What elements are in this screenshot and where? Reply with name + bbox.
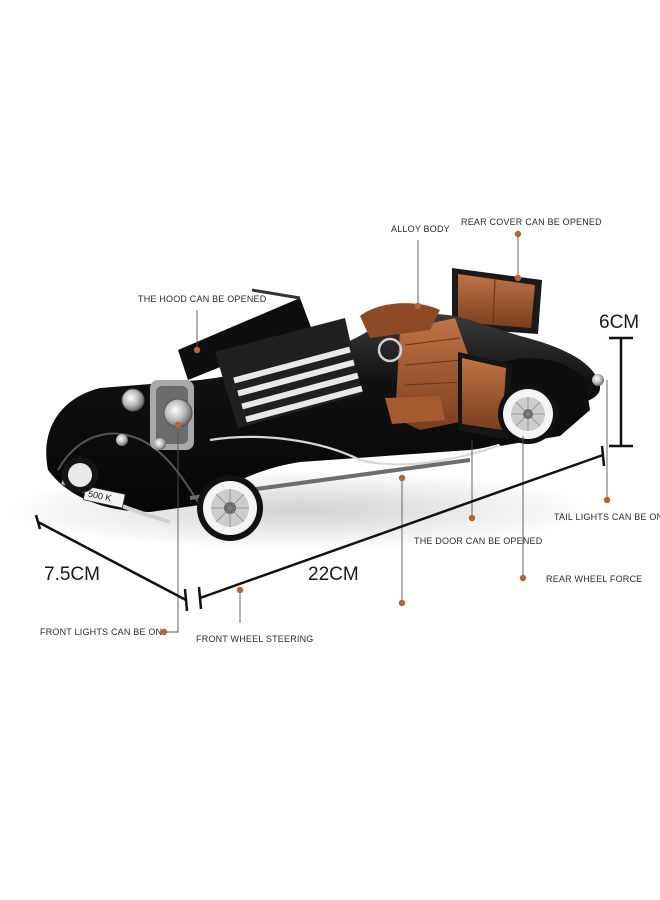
callout-hood: THE HOOD CAN BE OPENED	[138, 294, 267, 304]
front-wheel-icon	[197, 475, 263, 541]
hood-icon	[178, 288, 363, 428]
rear-cover-icon	[452, 268, 542, 334]
callout-tail-lights: TAIL LIGHTS CAN BE ON	[554, 512, 660, 522]
callout-front-lights: FRONT LIGHTS CAN BE ON	[40, 627, 163, 637]
far-front-wheel-icon	[62, 457, 98, 493]
dimension-width: 7.5CM	[44, 564, 100, 585]
steering-wheel-icon	[377, 337, 403, 363]
dim-line-length	[199, 453, 604, 600]
headlight-icon	[116, 380, 194, 450]
rear-wheel-icon	[498, 384, 558, 444]
seat-icon	[360, 303, 470, 430]
callout-front-wheel: FRONT WHEEL STEERING	[196, 634, 314, 644]
tail-light-icon	[592, 374, 604, 386]
callout-rear-cover: REAR COVER CAN BE OPENED	[461, 217, 602, 227]
dim-line-width	[37, 520, 187, 602]
license-plate	[82, 485, 126, 509]
callout-alloy-body: ALLOY BODY	[391, 224, 450, 234]
dimension-height: 6CM	[599, 312, 640, 333]
callout-door: THE DOOR CAN BE OPENED	[414, 536, 543, 546]
callout-rear-wheel: REAR WHEEL FORCE	[546, 574, 643, 584]
dimension-length: 22CM	[308, 564, 359, 585]
leader-front-lights	[164, 425, 179, 633]
